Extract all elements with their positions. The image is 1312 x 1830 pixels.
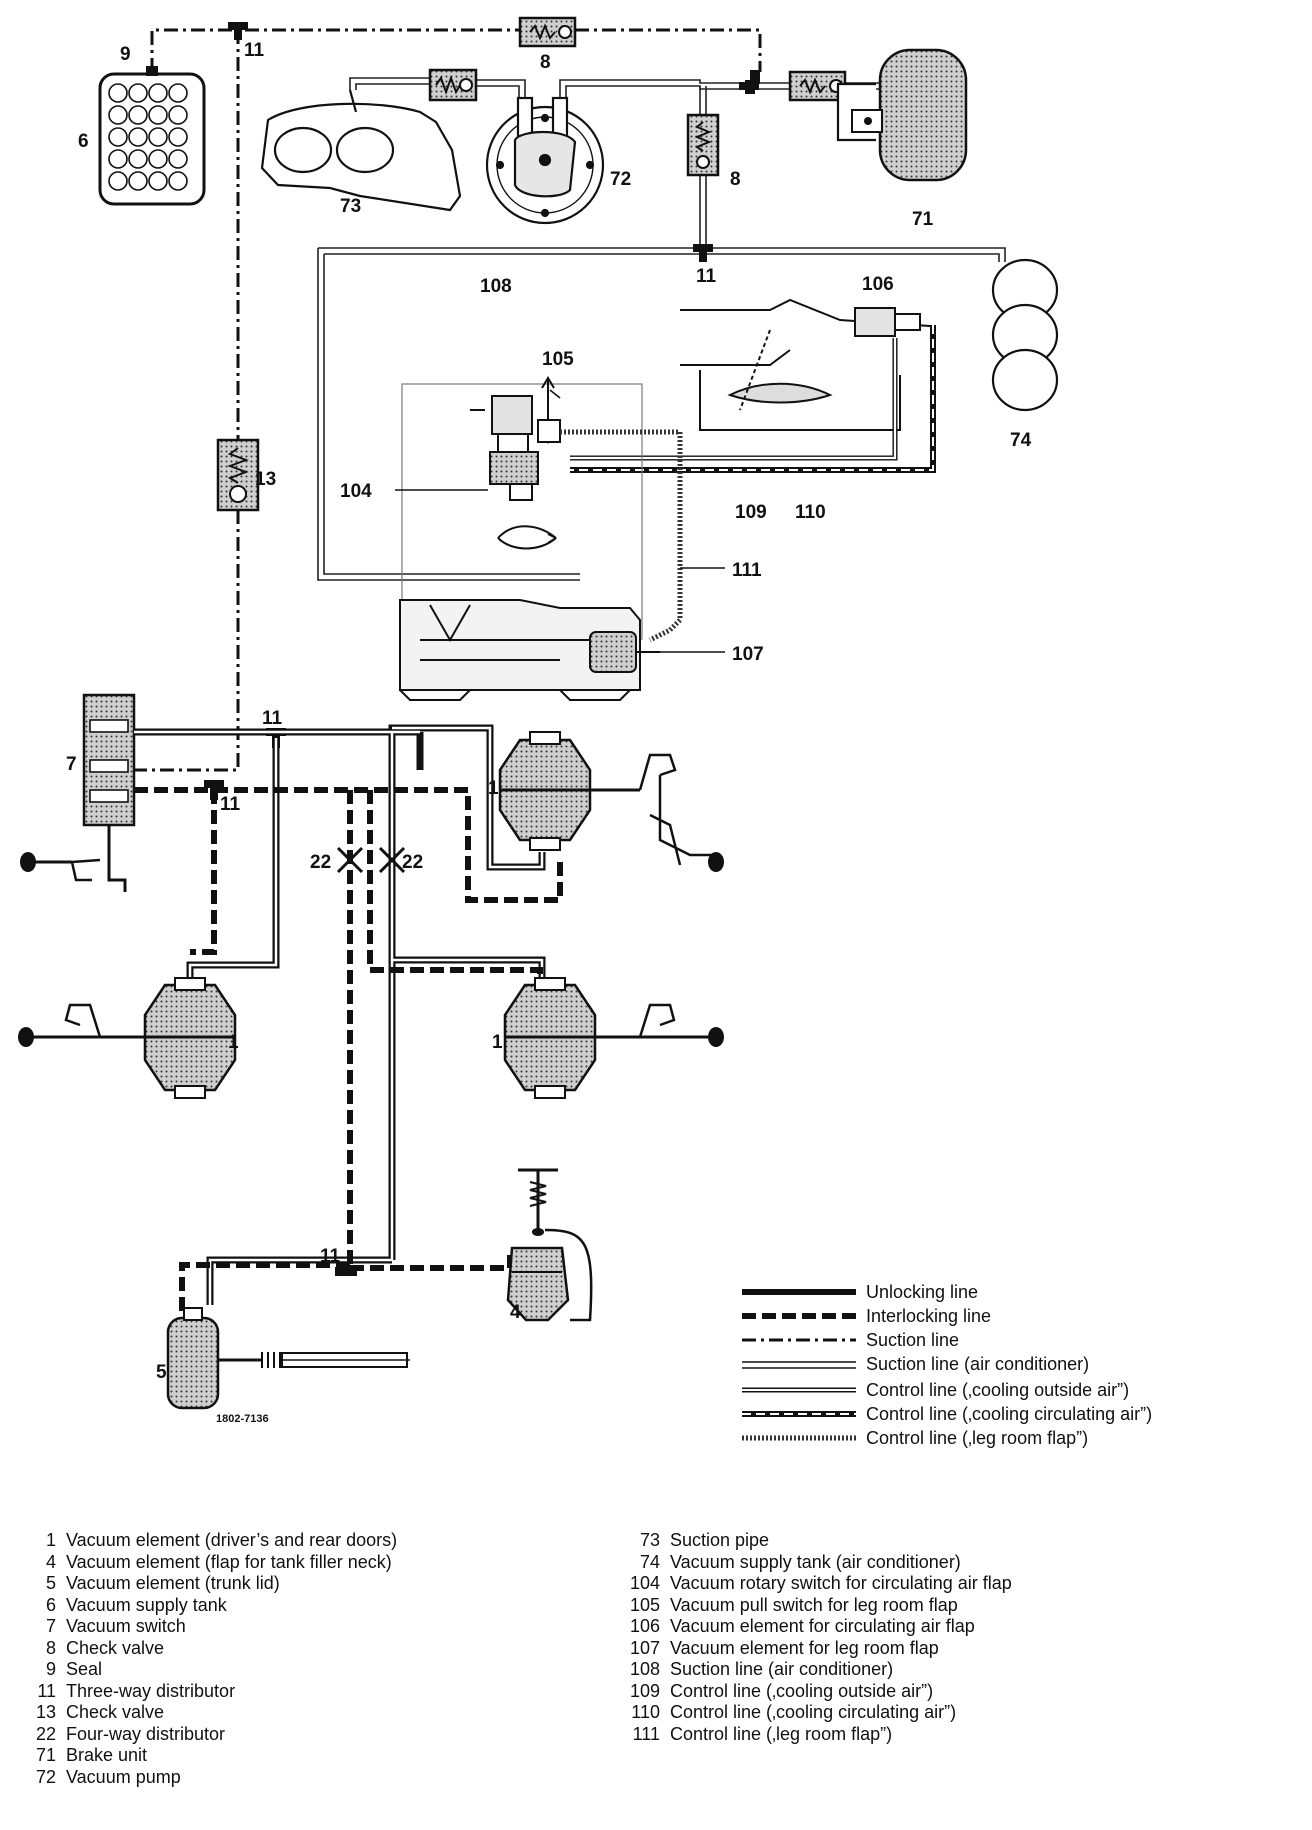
legend-control-legroom: Control line (‚leg room flap”)	[742, 1428, 1088, 1448]
callout-4: 4	[510, 1302, 521, 1323]
callout-1-front: 1	[488, 778, 499, 799]
svg-text:Suction line: Suction line	[866, 1330, 959, 1350]
callout-6: 6	[78, 131, 89, 152]
callout-11-unlock: 11	[262, 708, 283, 729]
legend: Unlocking line Interlocking line Suction…	[742, 1282, 1152, 1448]
callout-1-left: 1	[228, 1032, 239, 1053]
legend-interlocking: Interlocking line	[742, 1306, 991, 1326]
callout-71: 71	[912, 209, 934, 230]
control-line-cooling-outside-air	[570, 338, 898, 461]
vacuum-element-leg-room-flap	[399, 599, 660, 701]
callout-7: 7	[66, 754, 77, 775]
svg-text:Suction line (air conditioner): Suction line (air conditioner)	[866, 1354, 1089, 1374]
callout-11-suction: 11	[244, 40, 265, 61]
callout-1-rear: 1	[492, 1032, 503, 1053]
suction-lines	[130, 28, 762, 772]
vacuum-element-door-left	[18, 977, 237, 1099]
svg-text:Interlocking line: Interlocking line	[866, 1306, 991, 1326]
svg-text:Control line (‚cooling outside: Control line (‚cooling outside air”)	[866, 1380, 1129, 1400]
svg-text:Control line (‚cooling circula: Control line (‚cooling circulating air”)	[866, 1404, 1152, 1424]
suction-lines-air-conditioner	[317, 77, 1006, 581]
callout-8-ac: 8	[730, 169, 741, 190]
callout-104: 104	[340, 481, 372, 502]
check-valve-13	[216, 438, 260, 512]
legend-control-outside: Control line (‚cooling outside air”)	[742, 1380, 1129, 1400]
seal	[146, 66, 158, 76]
four-way-distributors	[336, 846, 406, 874]
vacuum-switch	[20, 693, 136, 892]
svg-text:Control line (‚leg room flap”): Control line (‚leg room flap”)	[866, 1428, 1088, 1448]
leader-lines	[395, 389, 725, 653]
legend-control-circulating: Control line (‚cooling circulating air”)	[742, 1404, 1152, 1424]
legend-suction-ac: Suction line (air conditioner)	[742, 1354, 1089, 1374]
vacuum-element-tank-flap	[506, 1168, 593, 1322]
callout-5: 5	[156, 1362, 167, 1383]
callout-8-top: 8	[540, 52, 551, 73]
callout-110: 110	[795, 502, 826, 523]
check-valve-suction-pipe	[428, 68, 478, 102]
figure-id: 1802-7136	[216, 1413, 269, 1425]
callout-106: 106	[862, 274, 894, 295]
vacuum-pull-switch	[537, 376, 561, 444]
callout-111: 111	[732, 560, 762, 581]
brake-unit	[836, 48, 968, 182]
check-valve-top	[518, 16, 577, 48]
callout-22-right: 22	[402, 852, 423, 873]
control-line-leg-room-flap	[560, 429, 683, 643]
callout-105: 105	[542, 349, 574, 370]
callout-11-trunk: 11	[320, 1246, 341, 1267]
callout-74: 74	[1010, 430, 1032, 451]
callout-73: 73	[340, 196, 361, 217]
legend-unlocking: Unlocking line	[742, 1282, 978, 1302]
check-valve-brake	[788, 70, 847, 102]
callout-11-ac: 11	[696, 266, 717, 287]
legend-suction: Suction line	[742, 1330, 959, 1350]
svg-text:Unlocking line: Unlocking line	[866, 1282, 978, 1302]
callout-13: 13	[255, 469, 276, 490]
check-valve-ac	[686, 113, 720, 177]
vacuum-pump	[485, 96, 605, 225]
vacuum-supply-tank	[98, 72, 206, 206]
callout-9: 9	[120, 44, 131, 65]
callout-109: 109	[735, 502, 767, 523]
vacuum-element-door-front-right	[498, 731, 724, 872]
callout-107: 107	[732, 644, 764, 665]
callout-22-left: 22	[310, 852, 331, 873]
suction-pipe	[260, 89, 462, 212]
vacuum-element-trunk-lid	[166, 1307, 410, 1410]
callout-108: 108	[480, 276, 512, 297]
vacuum-supply-tank-ac	[991, 258, 1059, 412]
vacuum-element-circulating-air-flap	[680, 298, 931, 431]
callout-11-interlock: 11	[220, 794, 241, 815]
callout-72: 72	[610, 169, 631, 190]
vacuum-element-door-rear-right	[503, 977, 724, 1099]
